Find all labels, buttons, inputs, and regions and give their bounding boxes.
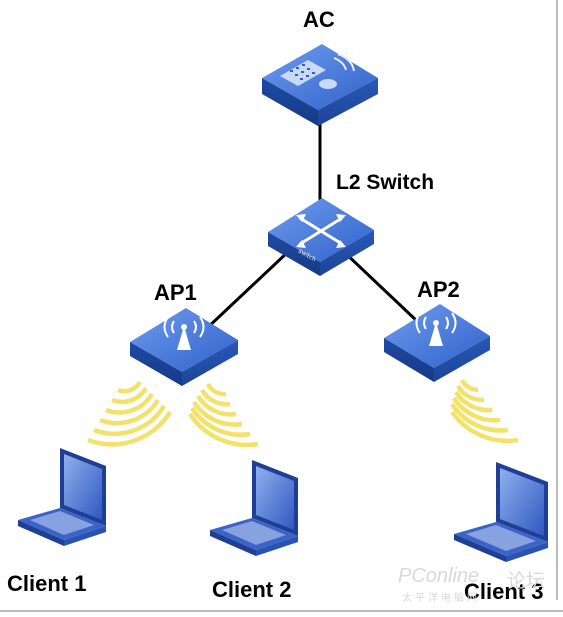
signal-arcs-ap1-client2 — [188, 382, 259, 448]
client3-laptop-icon — [454, 462, 548, 562]
signal-arcs-ap1-client1 — [87, 380, 172, 447]
ap1-label: AP1 — [154, 280, 197, 305]
watermark-brand: PConline — [398, 565, 480, 587]
client1-laptop-icon — [18, 448, 106, 546]
frame-right-border — [556, 0, 558, 600]
link-switch-ap1 — [203, 248, 292, 332]
client2-laptop-icon — [210, 460, 298, 556]
signal-arcs-ap2-client3 — [450, 378, 519, 443]
switch-device-icon: switch — [268, 198, 374, 276]
ap1-device-icon — [130, 308, 238, 386]
client1-label: Client 1 — [7, 571, 87, 596]
frame-bottom-border — [0, 610, 563, 612]
client3-label: Client 3 — [464, 579, 544, 604]
ac-label: AC — [303, 7, 335, 32]
watermark-suffix: 论坛 — [507, 570, 546, 592]
watermark-sub: 太平洋电脑网 — [402, 593, 480, 604]
client2-label: Client 2 — [212, 577, 292, 602]
l2-switch-label: L2 Switch — [336, 171, 435, 194]
ac-device-icon — [262, 44, 378, 126]
ap2-device-icon — [384, 304, 490, 382]
ap2-label: AP2 — [417, 277, 460, 302]
link-switch-ap2 — [340, 248, 420, 324]
